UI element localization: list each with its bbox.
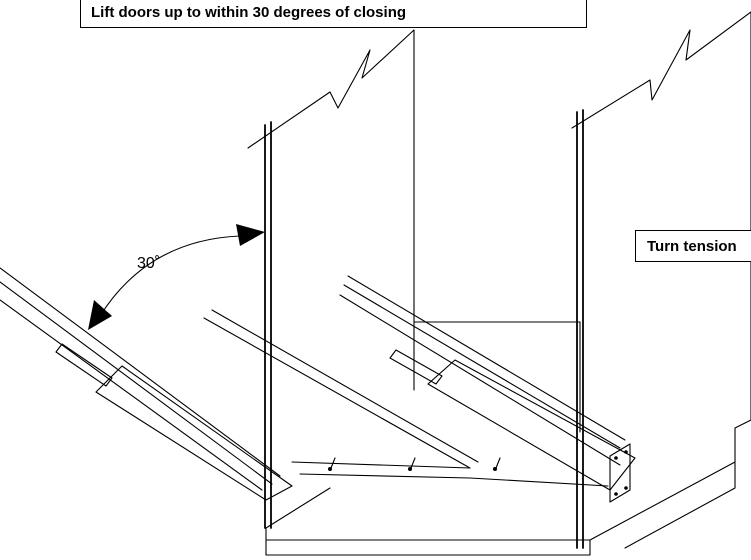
angle-unit: ˚ [154,255,161,272]
turn-tension-callout: Turn tension [635,230,751,262]
left-wall-break-line [247,29,415,149]
right-side-step [624,419,751,549]
tension-springs [328,457,501,471]
hinge-screw [614,492,618,496]
right-door-top-face [339,275,626,466]
floor-lines [265,461,736,556]
inner-cabinet-box [413,321,581,433]
spring-hook [328,467,332,471]
cabinet-body [247,11,751,556]
right-door-bracket [427,359,636,491]
angle-arc [99,235,241,317]
right-door-rod [389,349,443,385]
middle-door-top-face [203,309,479,469]
spring [495,457,501,469]
lift-doors-callout: Lift doors up to within 30 degrees of cl… [80,0,587,28]
middle-door-panel [203,309,609,487]
arrow-down-icon [88,300,112,330]
spring-hook [408,467,412,471]
spring [330,457,336,469]
hinge-screw [624,450,628,454]
left-door-top-face [0,267,281,491]
middle-door-bottom [291,461,609,487]
hinge-screw [614,456,618,460]
angle-value: 30 [137,255,155,272]
left-door-rod [55,343,113,387]
hinge-screw [624,486,628,490]
right-wall-break-line [571,11,751,129]
arrow-right-icon [236,224,265,246]
spring [410,457,416,469]
angle-label: 30˚ [137,255,160,273]
hinge-plate [609,443,631,503]
left-door-bracket [95,365,293,501]
right-door-panel [339,275,636,491]
door-edges [264,109,584,549]
spring-hook [493,467,497,471]
hinge-plate-outline [609,443,631,503]
angle-indicator [88,224,265,330]
left-door-panel [0,267,293,501]
